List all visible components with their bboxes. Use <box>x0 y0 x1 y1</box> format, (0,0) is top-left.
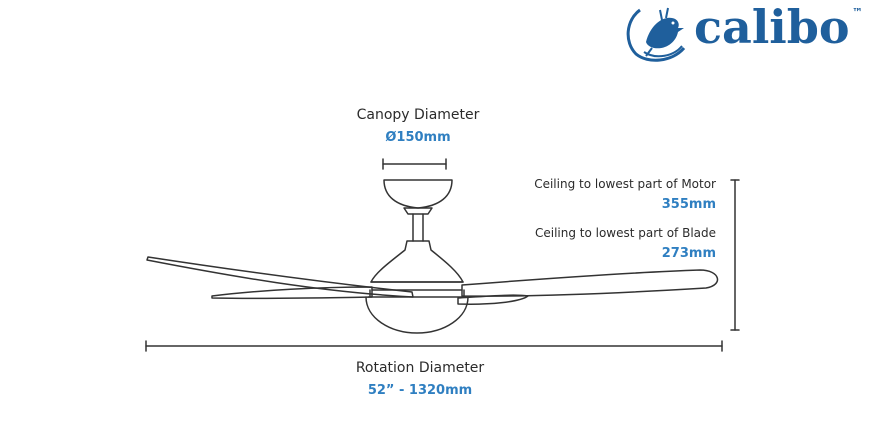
motor-collar <box>367 289 467 298</box>
rotation-diameter-value: 52” - 1320mm <box>367 383 473 398</box>
light-bowl <box>365 296 469 334</box>
motor-housing <box>370 240 464 283</box>
brand-logo: calibo ™ <box>622 0 872 64</box>
blade-height-value: 273mm <box>661 246 716 261</box>
canopy-dimension-line <box>382 158 447 170</box>
rotation-diameter-label: Rotation Diameter <box>355 360 485 376</box>
canopy-diameter-value: Ø150mm <box>385 130 451 145</box>
downrod <box>412 213 424 242</box>
canopy-diameter-label: Canopy Diameter <box>356 107 480 123</box>
left-blade <box>146 256 414 298</box>
canopy <box>383 179 453 209</box>
motor-height-value: 355mm <box>661 197 716 212</box>
blade-height-label: Ceiling to lowest part of Blade <box>534 226 716 240</box>
trademark-symbol: ™ <box>852 6 863 19</box>
bird-logo-icon <box>626 7 686 62</box>
front-left-blade <box>211 286 373 300</box>
motor-height-label: Ceiling to lowest part of Motor <box>534 177 716 191</box>
height-dimension-line <box>730 179 740 331</box>
brand-name: calibo <box>694 0 850 54</box>
rotation-dimension-line <box>145 340 723 352</box>
right-blade <box>461 269 719 297</box>
